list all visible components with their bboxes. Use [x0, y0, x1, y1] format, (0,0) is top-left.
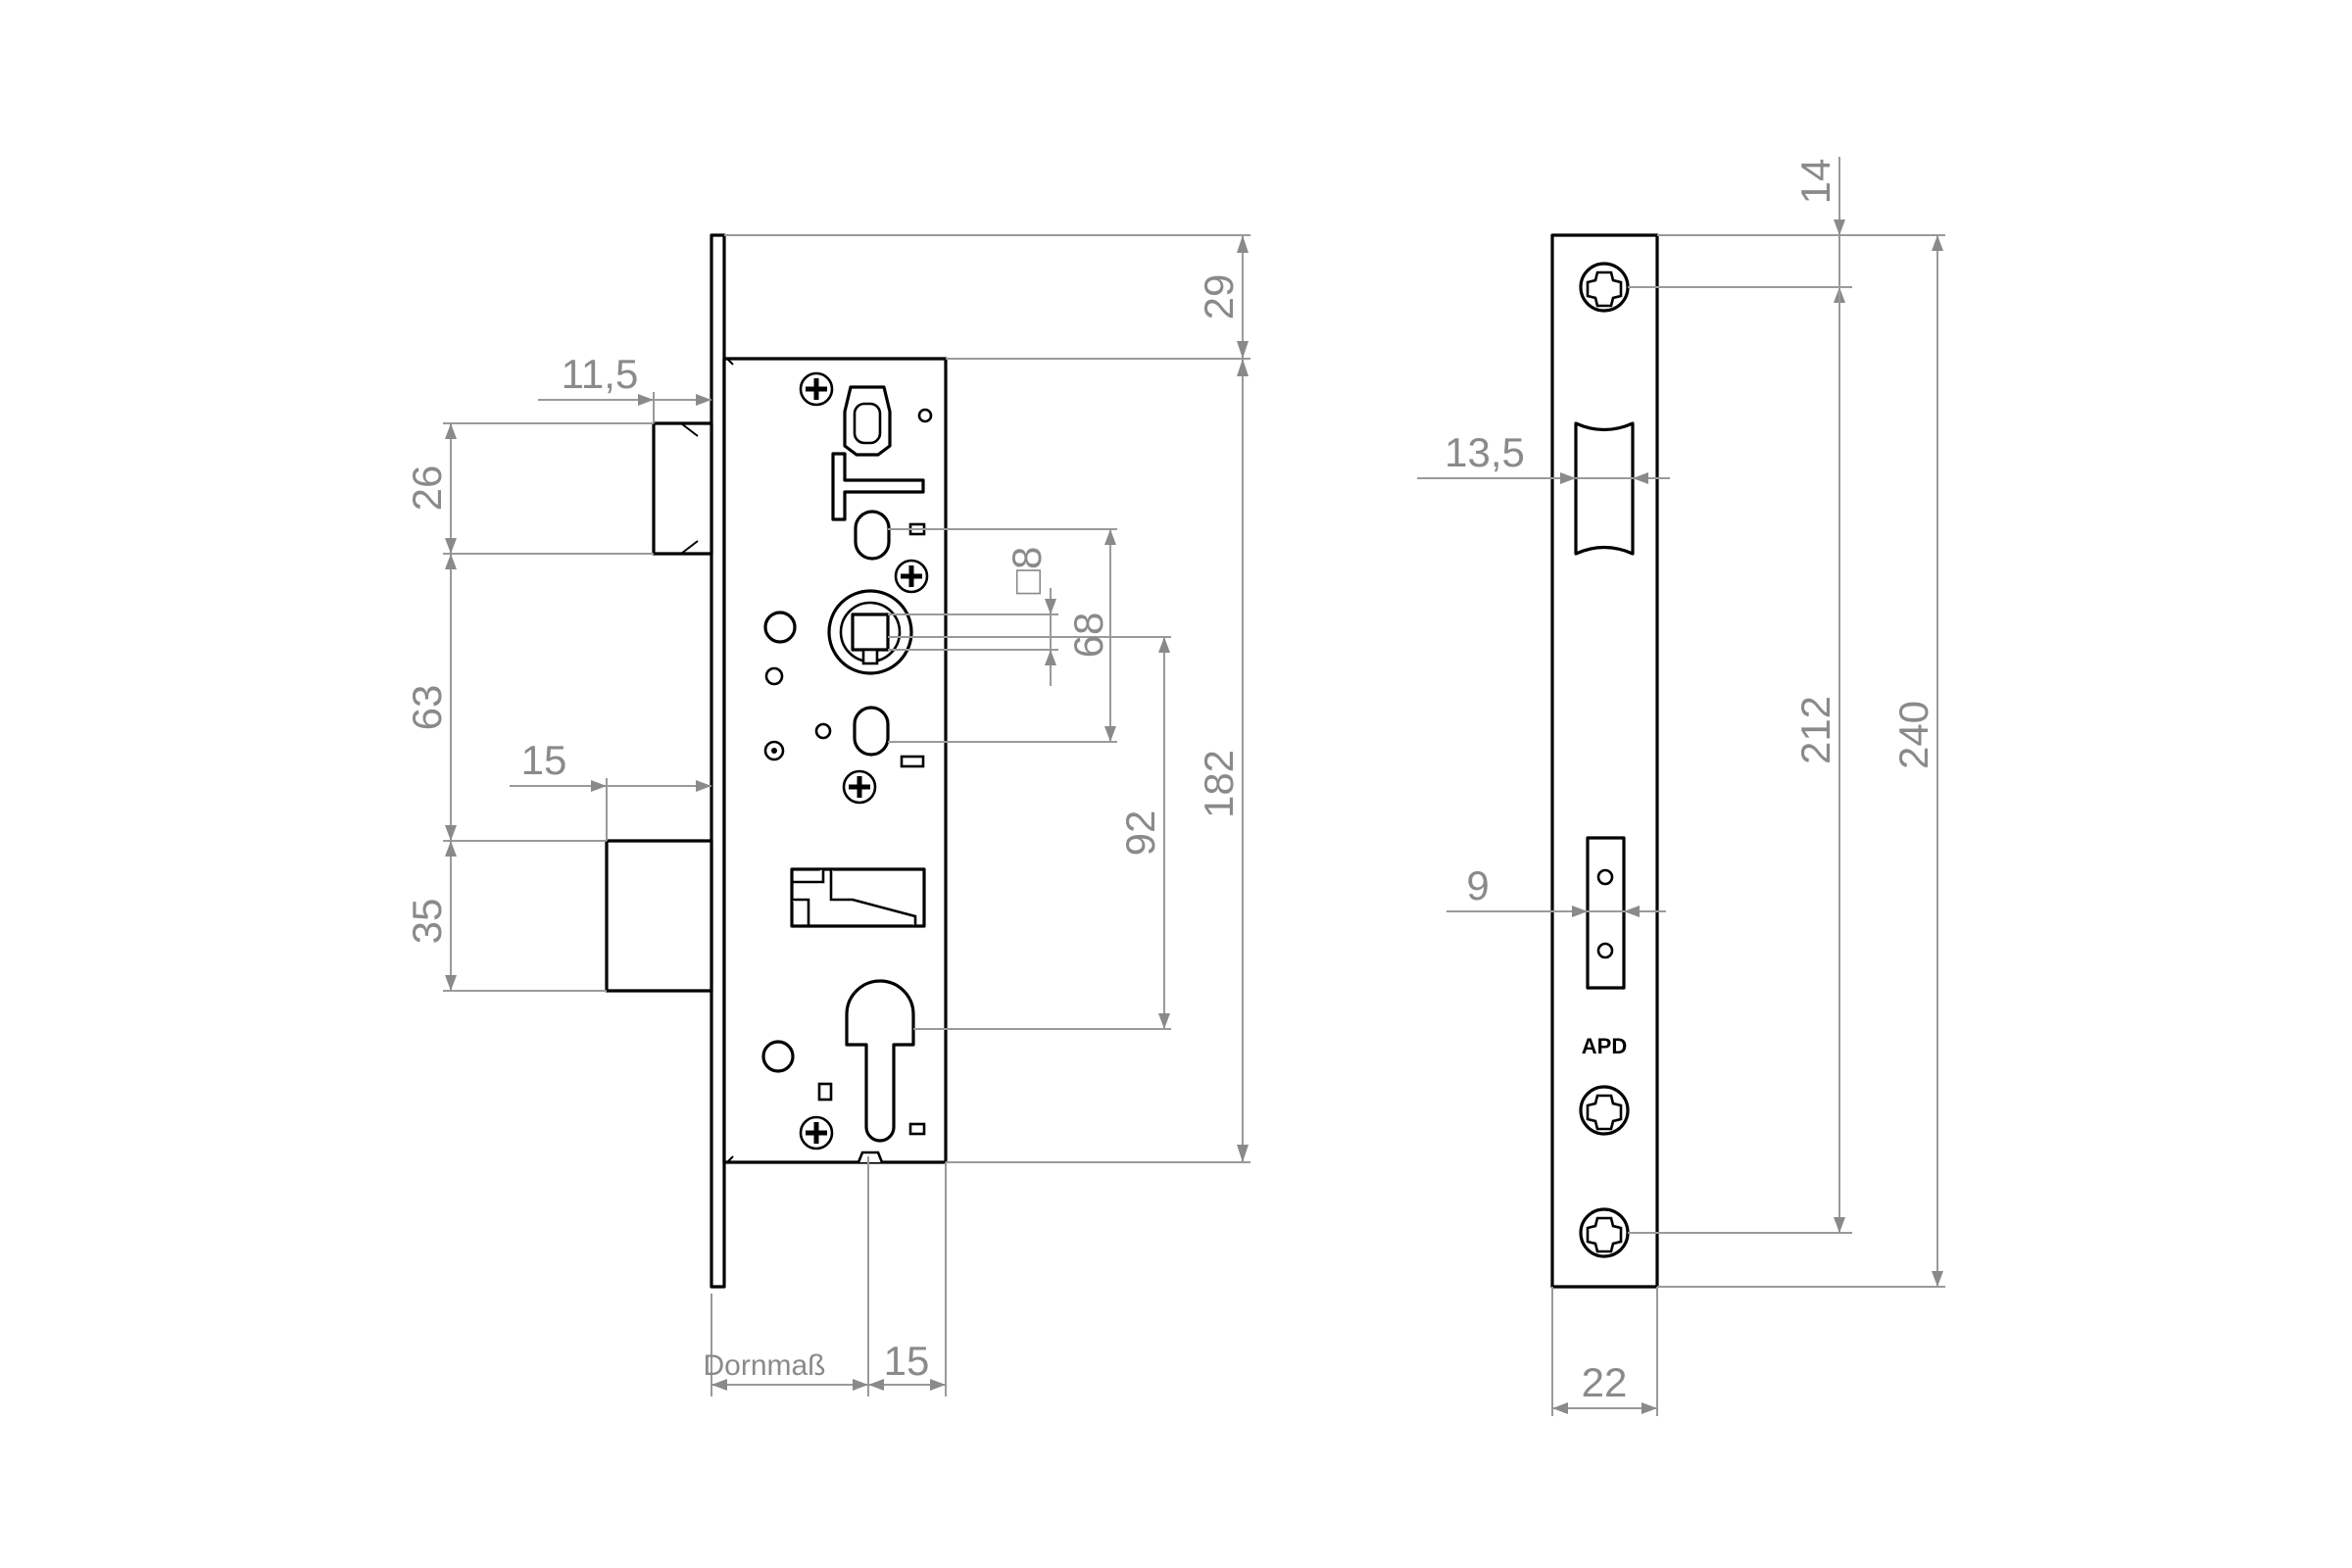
dead-bolt [605, 839, 713, 993]
right-dimensions: 14 212 240 13,5 9 22 [1417, 157, 1945, 1416]
faceplate-screw-bottom-icon [1579, 1207, 1630, 1258]
lower-oval [853, 706, 890, 757]
dim-dornmass: Dornmaß [703, 1349, 825, 1382]
dim-182: 182 [1196, 750, 1242, 818]
faceplate-screw-mid-icon [1579, 1085, 1630, 1136]
bolt-mechanism [790, 867, 926, 928]
dim-15-bolt: 15 [521, 737, 567, 783]
dim-square-8: □8 [1004, 547, 1050, 595]
case-screw-mid-icon [894, 559, 929, 594]
left-dimensions: 29 182 11,5 26 63 35 15 68 □8 92 Dornmaß [404, 234, 1250, 1396]
latch-opening [1574, 421, 1635, 556]
dim-240: 240 [1890, 701, 1936, 769]
dim-92: 92 [1117, 810, 1163, 857]
case-screw-top-icon [799, 371, 834, 407]
dim-9: 9 [1466, 862, 1489, 908]
dim-11-5: 11,5 [562, 351, 639, 397]
front-plate [710, 233, 726, 1289]
dim-35: 35 [404, 899, 450, 945]
faceplate-view: APD [1550, 233, 1659, 1289]
follower-hub [827, 589, 913, 675]
dim-13-5: 13,5 [1445, 429, 1525, 475]
dim-14: 14 [1792, 159, 1838, 205]
hole-left-a [763, 611, 797, 644]
case-screw-center-icon [842, 769, 877, 805]
cylinder-hole [845, 979, 915, 1143]
latch-bolt [652, 421, 713, 556]
case-screw-bottom-icon [799, 1115, 834, 1151]
dim-63: 63 [404, 685, 450, 731]
dim-22: 22 [1582, 1359, 1628, 1405]
lock-side-view [605, 233, 948, 1289]
upper-oval [854, 510, 891, 561]
dim-26: 26 [404, 466, 450, 512]
faceplate-screw-top-icon [1579, 262, 1630, 313]
dim-29: 29 [1196, 274, 1242, 320]
brand-label: APD [1582, 1034, 1627, 1058]
dim-15-backset: 15 [884, 1338, 930, 1384]
dim-68: 68 [1065, 612, 1111, 659]
dim-212: 212 [1792, 696, 1838, 764]
bolt-opening [1586, 836, 1626, 990]
t-lever [831, 452, 925, 521]
